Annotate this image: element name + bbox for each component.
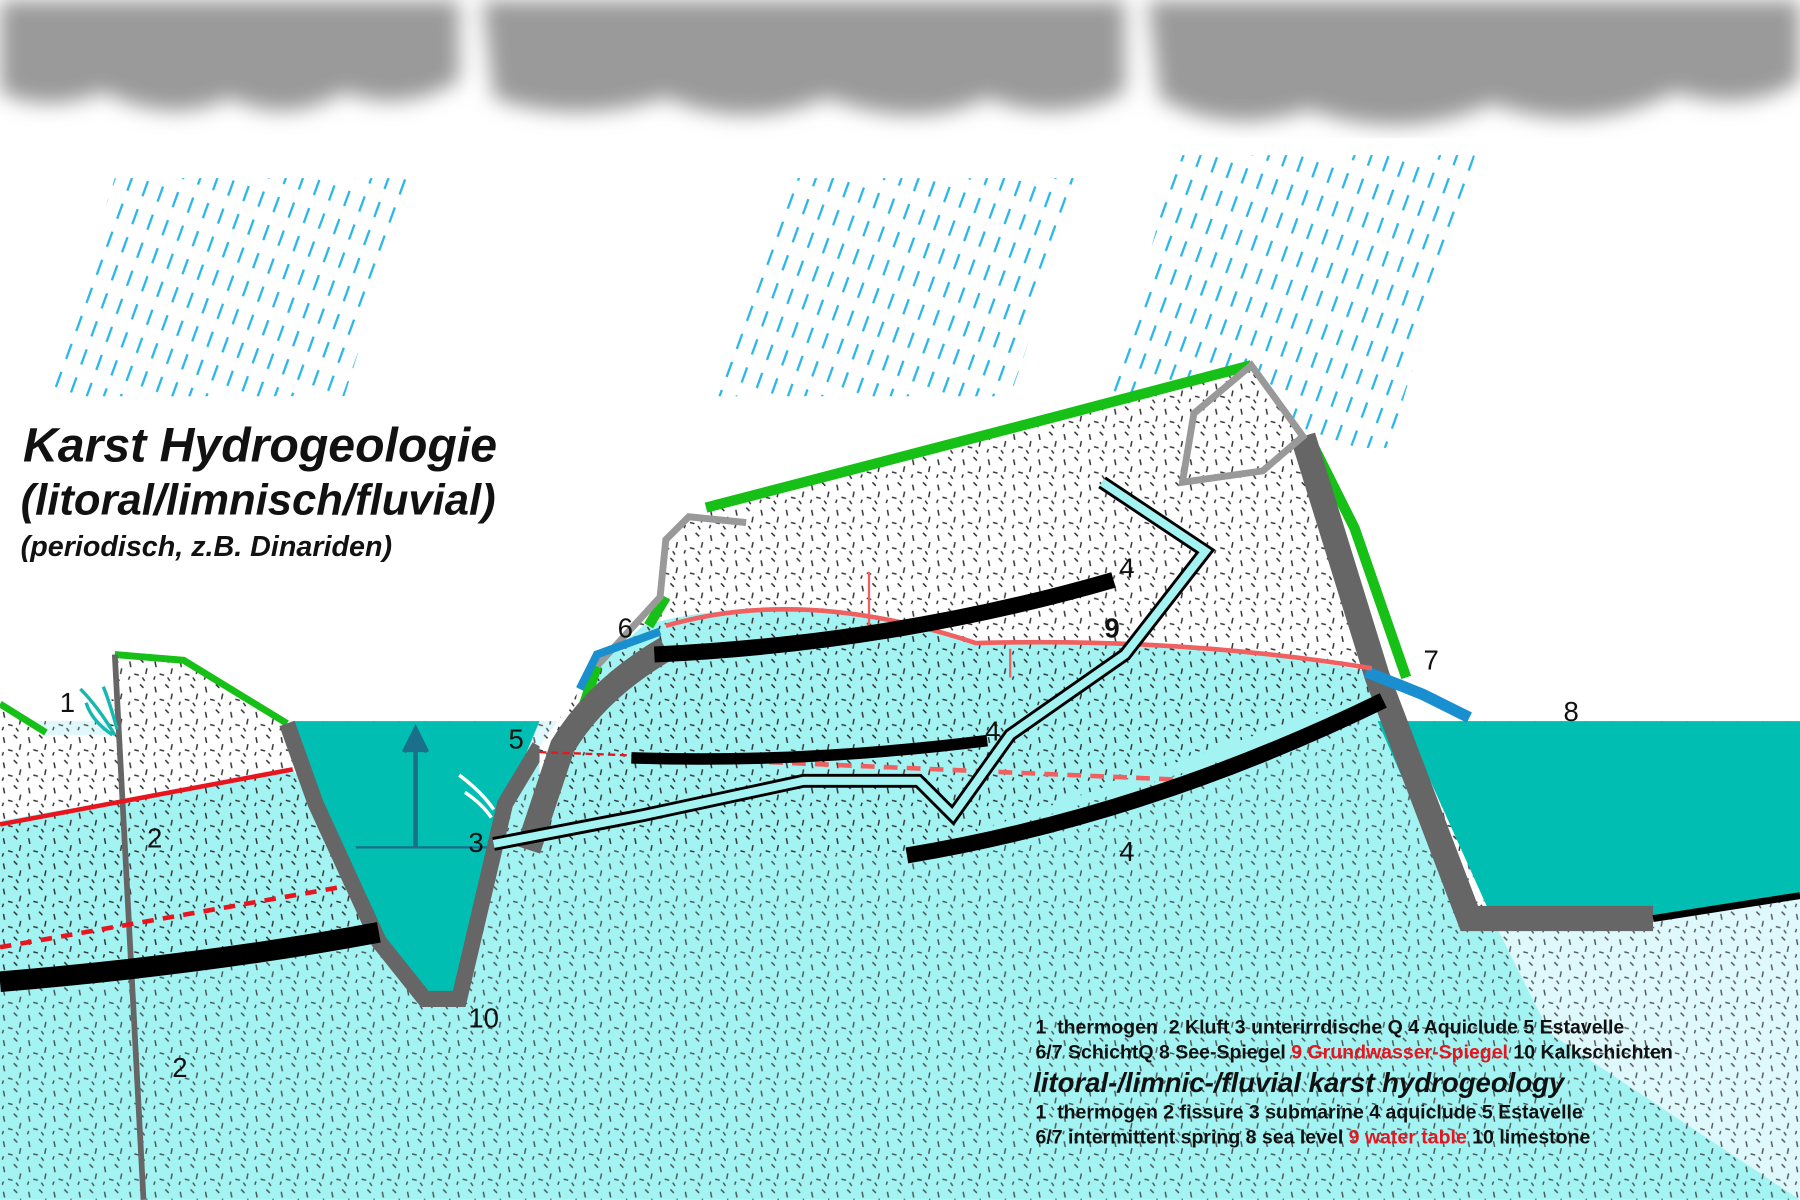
rain [45,155,1476,448]
sea-level-arrow [402,724,430,848]
submarine-spring-icon [458,773,496,819]
legend-en-line-1: 1 thermogen 2 fissure 3 submarine 4 aqui… [1035,1101,1582,1123]
label-8: 8 [1564,696,1579,727]
label-2b: 2 [172,1052,187,1083]
label-5: 5 [509,724,524,755]
spring-7 [1363,666,1472,723]
label-9: 9 [1104,612,1119,643]
title-line-1: Karst Hydrogeologie [23,419,497,473]
legend-de-line-1: 1 thermogen 2 Kluft 3 unterirrdische Q 4… [1035,1016,1624,1038]
water-table [665,607,1373,671]
title-line-3: (periodisch, z.B. Dinariden) [21,531,392,563]
legend: 1 thermogen 2 Kluft 3 unterirrdische Q 4… [1033,1016,1673,1148]
label-3: 3 [468,827,483,858]
clouds [0,0,1800,126]
label-4a: 4 [1119,553,1134,584]
label-1: 1 [60,687,75,718]
label-6: 6 [618,612,633,643]
aquicludes [631,572,1387,864]
legend-de-line-2: 6/7 SchichtQ 8 See-Spiegel 9 Grundwasser… [1035,1042,1672,1064]
legend-en-heading: litoral-/limnic-/fluvial karst hydrogeol… [1033,1067,1566,1098]
legend-en-line-2: 6/7 intermittent spring 8 sea level 9 wa… [1035,1127,1590,1149]
sea-right [1377,721,1800,919]
label-4c: 4 [1119,836,1134,867]
thermal-spring-icon [79,686,119,737]
spring-6 [576,627,662,691]
label-4b: 4 [985,716,1000,747]
label-2a: 2 [147,822,162,853]
label-10: 10 [468,1003,499,1034]
diagram-labels: 1 2 2 3 4 4 4 5 6 7 8 9 10 [60,553,1579,1083]
vegetation [569,360,1412,737]
label-7: 7 [1423,644,1438,675]
title-line-2: (litoral/limnisch/fluvial) [21,476,496,524]
